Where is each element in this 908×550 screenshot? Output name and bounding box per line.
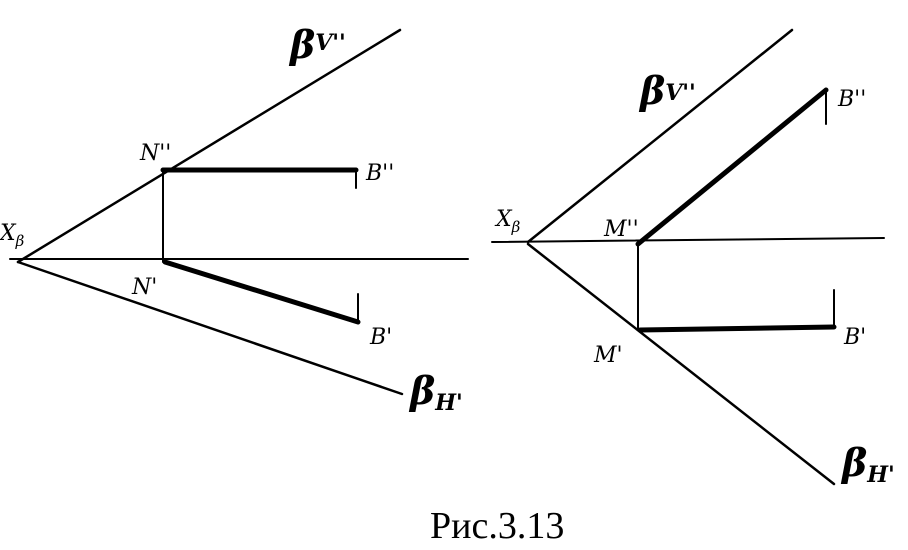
left-trace-h-label: βH' (408, 368, 463, 416)
left-trace-h (16, 260, 404, 396)
right-axis-label: Xβ (494, 207, 521, 236)
right-trace-h (526, 242, 836, 486)
right-end-top-label: B' (843, 325, 866, 350)
right-horizontal-projection (637, 324, 837, 333)
left-end-top-label: B' (369, 325, 392, 350)
right-x-axis (491, 237, 885, 243)
left-end-front-label: B'' (365, 161, 394, 186)
right-trace-v (526, 28, 794, 244)
right-end-front-label: B'' (837, 87, 866, 112)
left-point-top-label: N' (131, 275, 157, 300)
left-point-front-label: N'' (139, 141, 171, 166)
right-point-front-label: M'' (603, 217, 639, 242)
left-trace-v-label: βV'' (288, 22, 346, 67)
right-trace-v-label: βV'' (638, 68, 696, 113)
right-point-top-label: M' (593, 343, 623, 368)
right-figure: βV'' βH' Xβ M'' M' B'' B' (491, 28, 895, 488)
right-frontal-projection (635, 87, 829, 247)
figure-caption: Рис.3.13 (430, 505, 564, 547)
left-axis-label: Xβ (0, 221, 25, 250)
right-trace-h-label: βH' (840, 440, 895, 488)
left-figure: βV'' βH' Xβ N'' N' B'' B' (0, 22, 469, 416)
left-horizontal-projection (162, 259, 361, 325)
left-trace-v (16, 28, 402, 264)
